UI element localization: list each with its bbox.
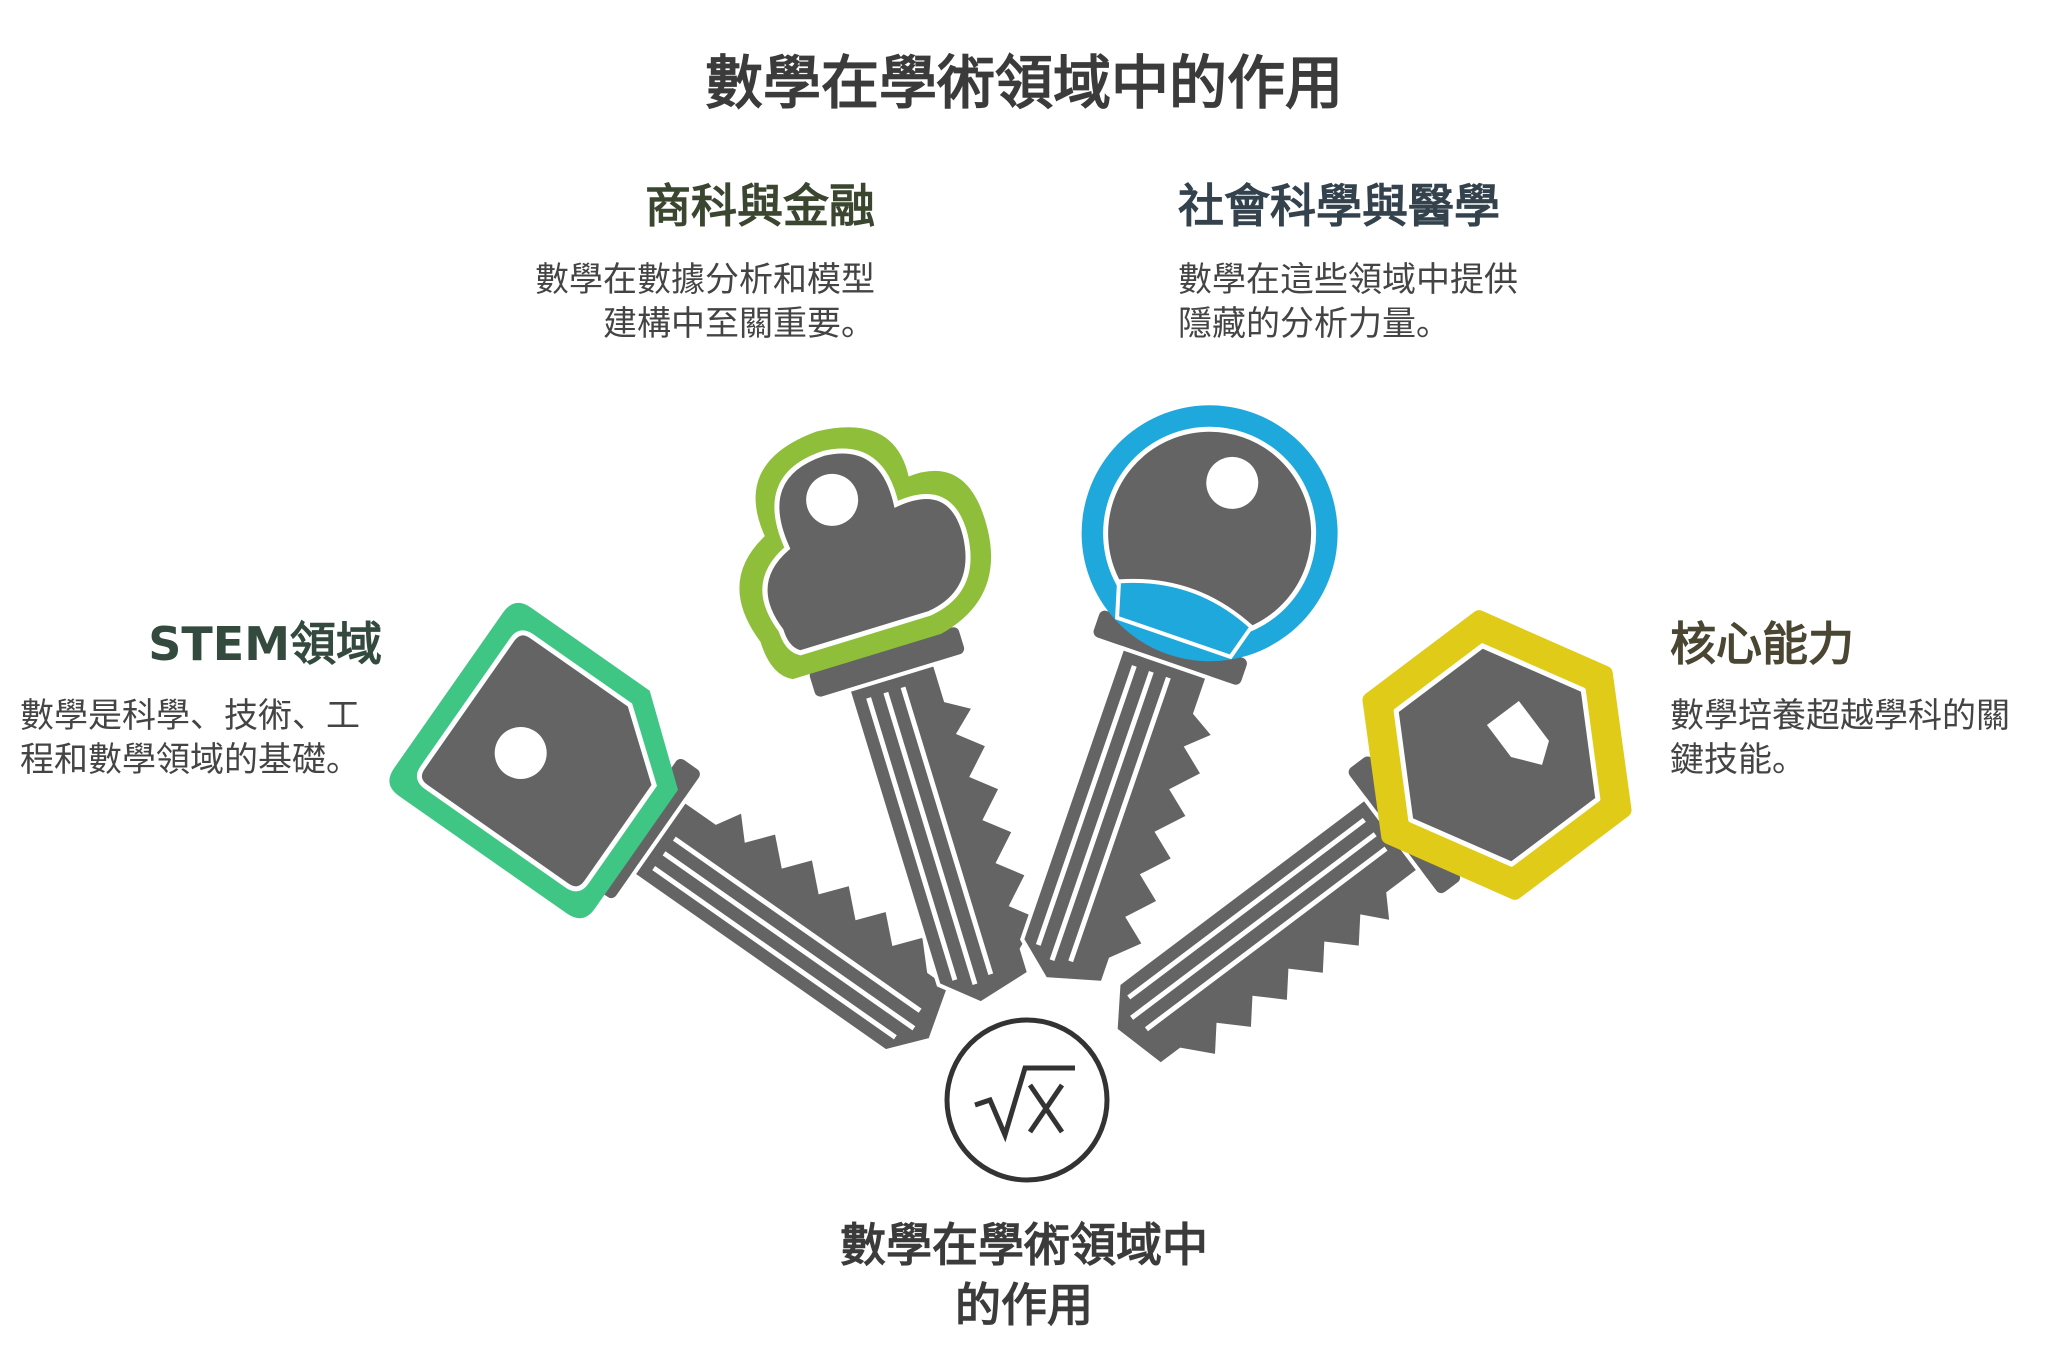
- desc-line: 數學在數據分析和模型: [535, 260, 875, 300]
- desc-line: 隱藏的分析力量。: [1178, 304, 1450, 344]
- desc-line: 鍵技能。: [1670, 740, 1806, 780]
- heading-stem: STEM領域: [148, 617, 382, 671]
- desc-line: 建構中至關重要。: [603, 304, 875, 344]
- desc-line: 數學是科學、技術、工: [20, 696, 360, 736]
- key-core-skills: [1049, 610, 1632, 1134]
- center-label-line: 的作用: [955, 1278, 1093, 1332]
- heading-business-finance: 商科與金融: [645, 179, 875, 233]
- key-business-finance: [739, 427, 1119, 1036]
- desc-line: 數學在這些領域中提供: [1178, 260, 1518, 300]
- desc-line: 程和數學領域的基礎。: [20, 740, 360, 780]
- desc-social-science-medicine: 數學在這些領域中提供 隱藏的分析力量。: [1178, 258, 1518, 346]
- center-label-line: 數學在學術領域中: [840, 1218, 1208, 1272]
- heading-core-skills: 核心能力: [1670, 617, 1854, 671]
- center-label: 數學在學術領域中 的作用: [0, 1215, 2048, 1335]
- diagram-title: 數學在學術領域中的作用: [704, 49, 1343, 117]
- desc-core-skills: 數學培養超越學科的關 鍵技能。: [1670, 694, 2010, 782]
- key-stem: [389, 602, 1002, 1126]
- desc-line: 數學培養超越學科的關: [1670, 696, 2010, 736]
- desc-business-finance: 數學在數據分析和模型 建構中至關重要。: [535, 258, 875, 346]
- desc-stem: 數學是科學、技術、工 程和數學領域的基礎。: [20, 694, 360, 782]
- heading-social-science-medicine: 社會科學與醫學: [1178, 179, 1500, 233]
- key-social-science-medicine: [934, 405, 1338, 1024]
- square-root-x-icon: [944, 1017, 1110, 1183]
